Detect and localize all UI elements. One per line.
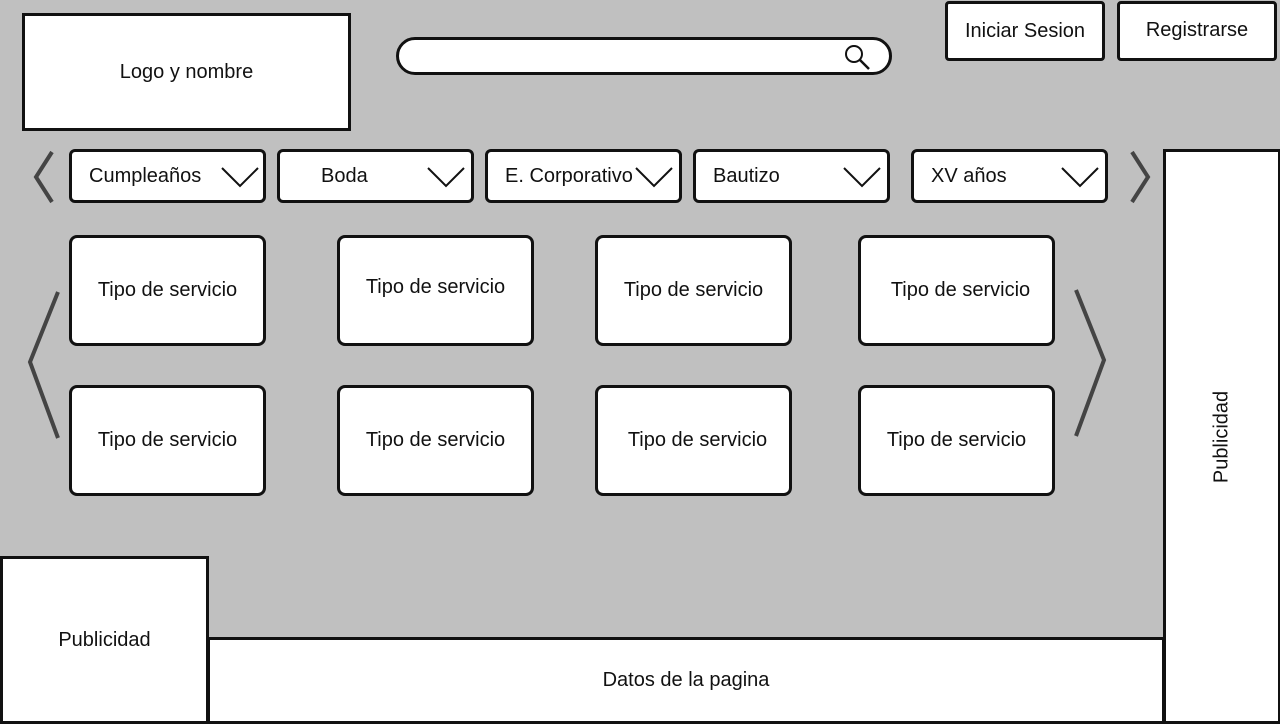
- ad-banner-right[interactable]: Publicidad: [1163, 149, 1280, 724]
- service-card[interactable]: Tipo de servicio: [595, 235, 792, 346]
- logo-text: Logo y nombre: [119, 60, 254, 83]
- category-label: E. Corporativo: [505, 165, 633, 187]
- chevron-down-icon: [221, 167, 259, 188]
- services-next-arrow-icon[interactable]: [1072, 286, 1110, 440]
- service-card[interactable]: Tipo de servicio: [858, 385, 1055, 496]
- service-card-label: Tipo de servicio: [623, 279, 764, 301]
- search-icon[interactable]: [843, 43, 871, 71]
- register-button[interactable]: Registrarse: [1117, 1, 1277, 61]
- services-prev-arrow-icon[interactable]: [24, 288, 62, 442]
- ad-banner-left[interactable]: Publicidad: [0, 556, 209, 724]
- service-card-label: Tipo de servicio: [627, 429, 768, 451]
- category-dropdown-bautizo[interactable]: Bautizo: [693, 149, 890, 203]
- service-card-label: Tipo de servicio: [886, 429, 1027, 451]
- category-label: XV años: [931, 165, 1007, 187]
- ad-label: Publicidad: [1210, 390, 1233, 483]
- category-next-arrow-icon[interactable]: [1128, 148, 1154, 206]
- register-button-label: Registrarse: [1145, 18, 1249, 41]
- logo-placeholder[interactable]: Logo y nombre: [22, 13, 351, 131]
- service-card-label: Tipo de servicio: [890, 279, 1031, 301]
- category-dropdown-xv-anos[interactable]: XV años: [911, 149, 1108, 203]
- service-card-label: Tipo de servicio: [97, 279, 238, 301]
- ad-label: Publicidad: [58, 628, 151, 651]
- search-bar[interactable]: [396, 37, 892, 75]
- category-dropdown-boda[interactable]: Boda: [277, 149, 474, 203]
- service-card[interactable]: Tipo de servicio: [69, 235, 266, 346]
- chevron-down-icon: [843, 167, 881, 188]
- service-card[interactable]: Tipo de servicio: [858, 235, 1055, 346]
- service-card[interactable]: Tipo de servicio: [595, 385, 792, 496]
- category-label: Boda: [321, 165, 368, 187]
- login-button[interactable]: Iniciar Sesion: [945, 1, 1105, 61]
- chevron-down-icon: [635, 167, 673, 188]
- category-dropdown-corporativo[interactable]: E. Corporativo: [485, 149, 682, 203]
- category-prev-arrow-icon[interactable]: [30, 148, 56, 206]
- footer-text: Datos de la pagina: [602, 669, 770, 691]
- category-label: Bautizo: [713, 165, 780, 187]
- service-card[interactable]: Tipo de servicio: [69, 385, 266, 496]
- chevron-down-icon: [1061, 167, 1099, 188]
- login-button-label: Iniciar Sesion: [964, 19, 1086, 42]
- service-card[interactable]: Tipo de servicio: [337, 385, 534, 496]
- category-label: Cumpleaños: [89, 165, 202, 187]
- service-card-label: Tipo de servicio: [365, 429, 506, 451]
- service-card-label: Tipo de servicio: [365, 276, 506, 298]
- page-footer: Datos de la pagina: [207, 637, 1165, 724]
- service-card-label: Tipo de servicio: [97, 429, 238, 451]
- category-dropdown-cumpleanos[interactable]: Cumpleaños: [69, 149, 266, 203]
- chevron-down-icon: [427, 167, 465, 188]
- search-input[interactable]: [413, 44, 837, 70]
- service-card[interactable]: Tipo de servicio: [337, 235, 534, 346]
